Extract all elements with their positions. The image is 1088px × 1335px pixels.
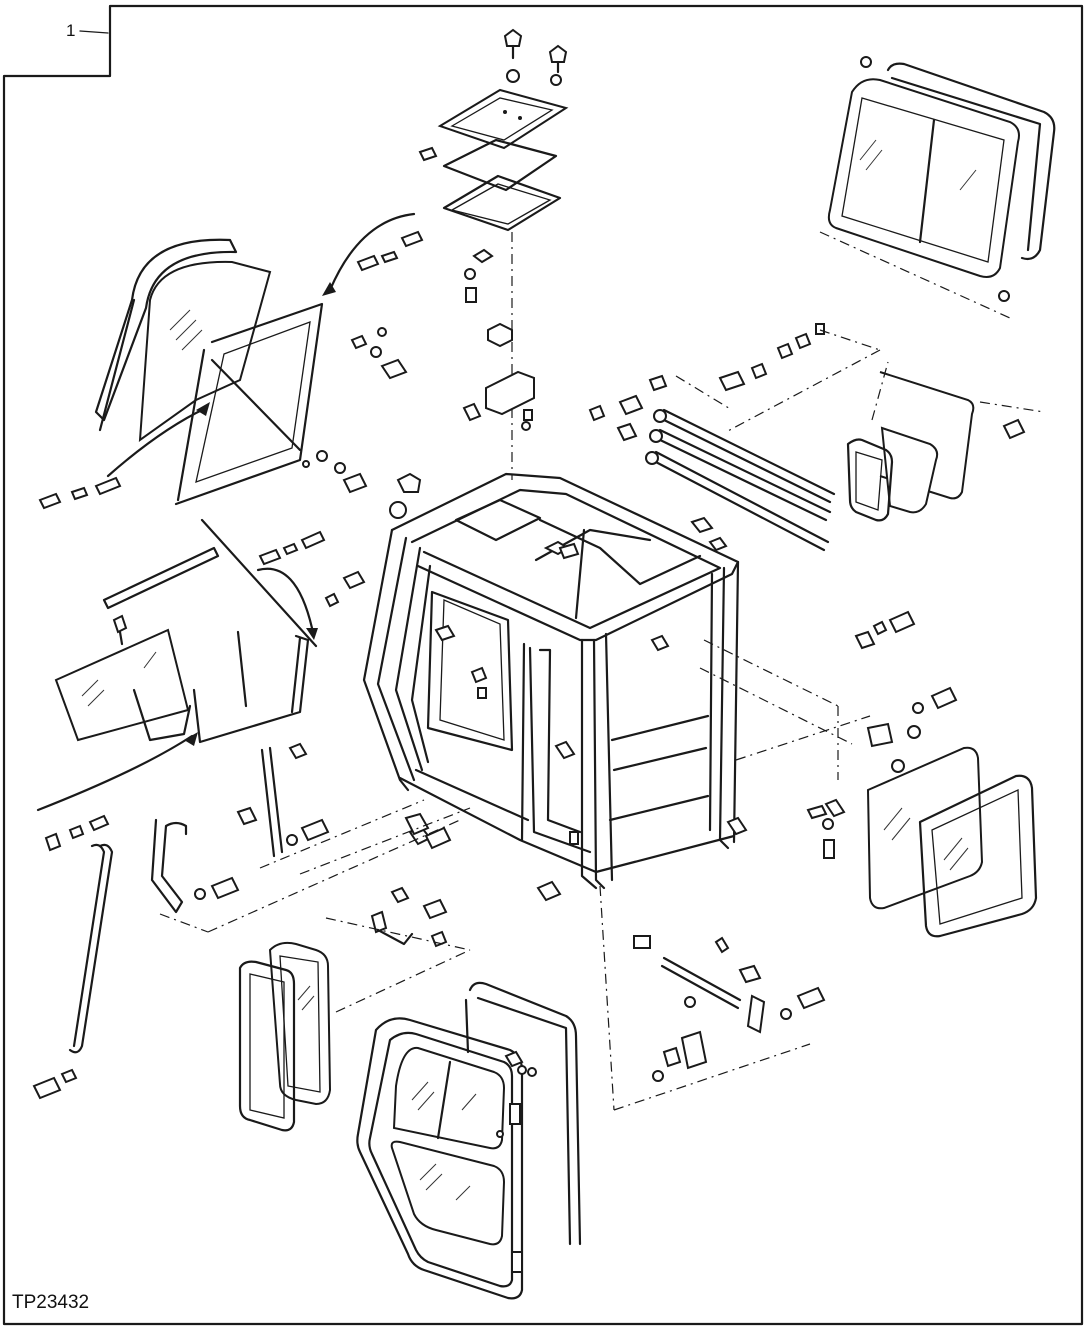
rear-window [819, 56, 1056, 319]
item-callout-number: 1 [66, 21, 75, 40]
upper-front-window [38, 212, 424, 510]
roof-hatch-assembly [418, 28, 569, 480]
rear-struts [588, 323, 881, 552]
cab-frame [324, 472, 748, 902]
page-border [2, 4, 1084, 1326]
lower-front-window [36, 518, 326, 852]
door-window [238, 941, 332, 1132]
item-callout: 1 [66, 21, 109, 40]
door-latch [325, 885, 826, 1111]
cab-door [356, 981, 582, 1300]
handrail [32, 742, 471, 1100]
drawing-code: TP23432 [12, 1292, 89, 1313]
right-side-window [699, 361, 1045, 938]
